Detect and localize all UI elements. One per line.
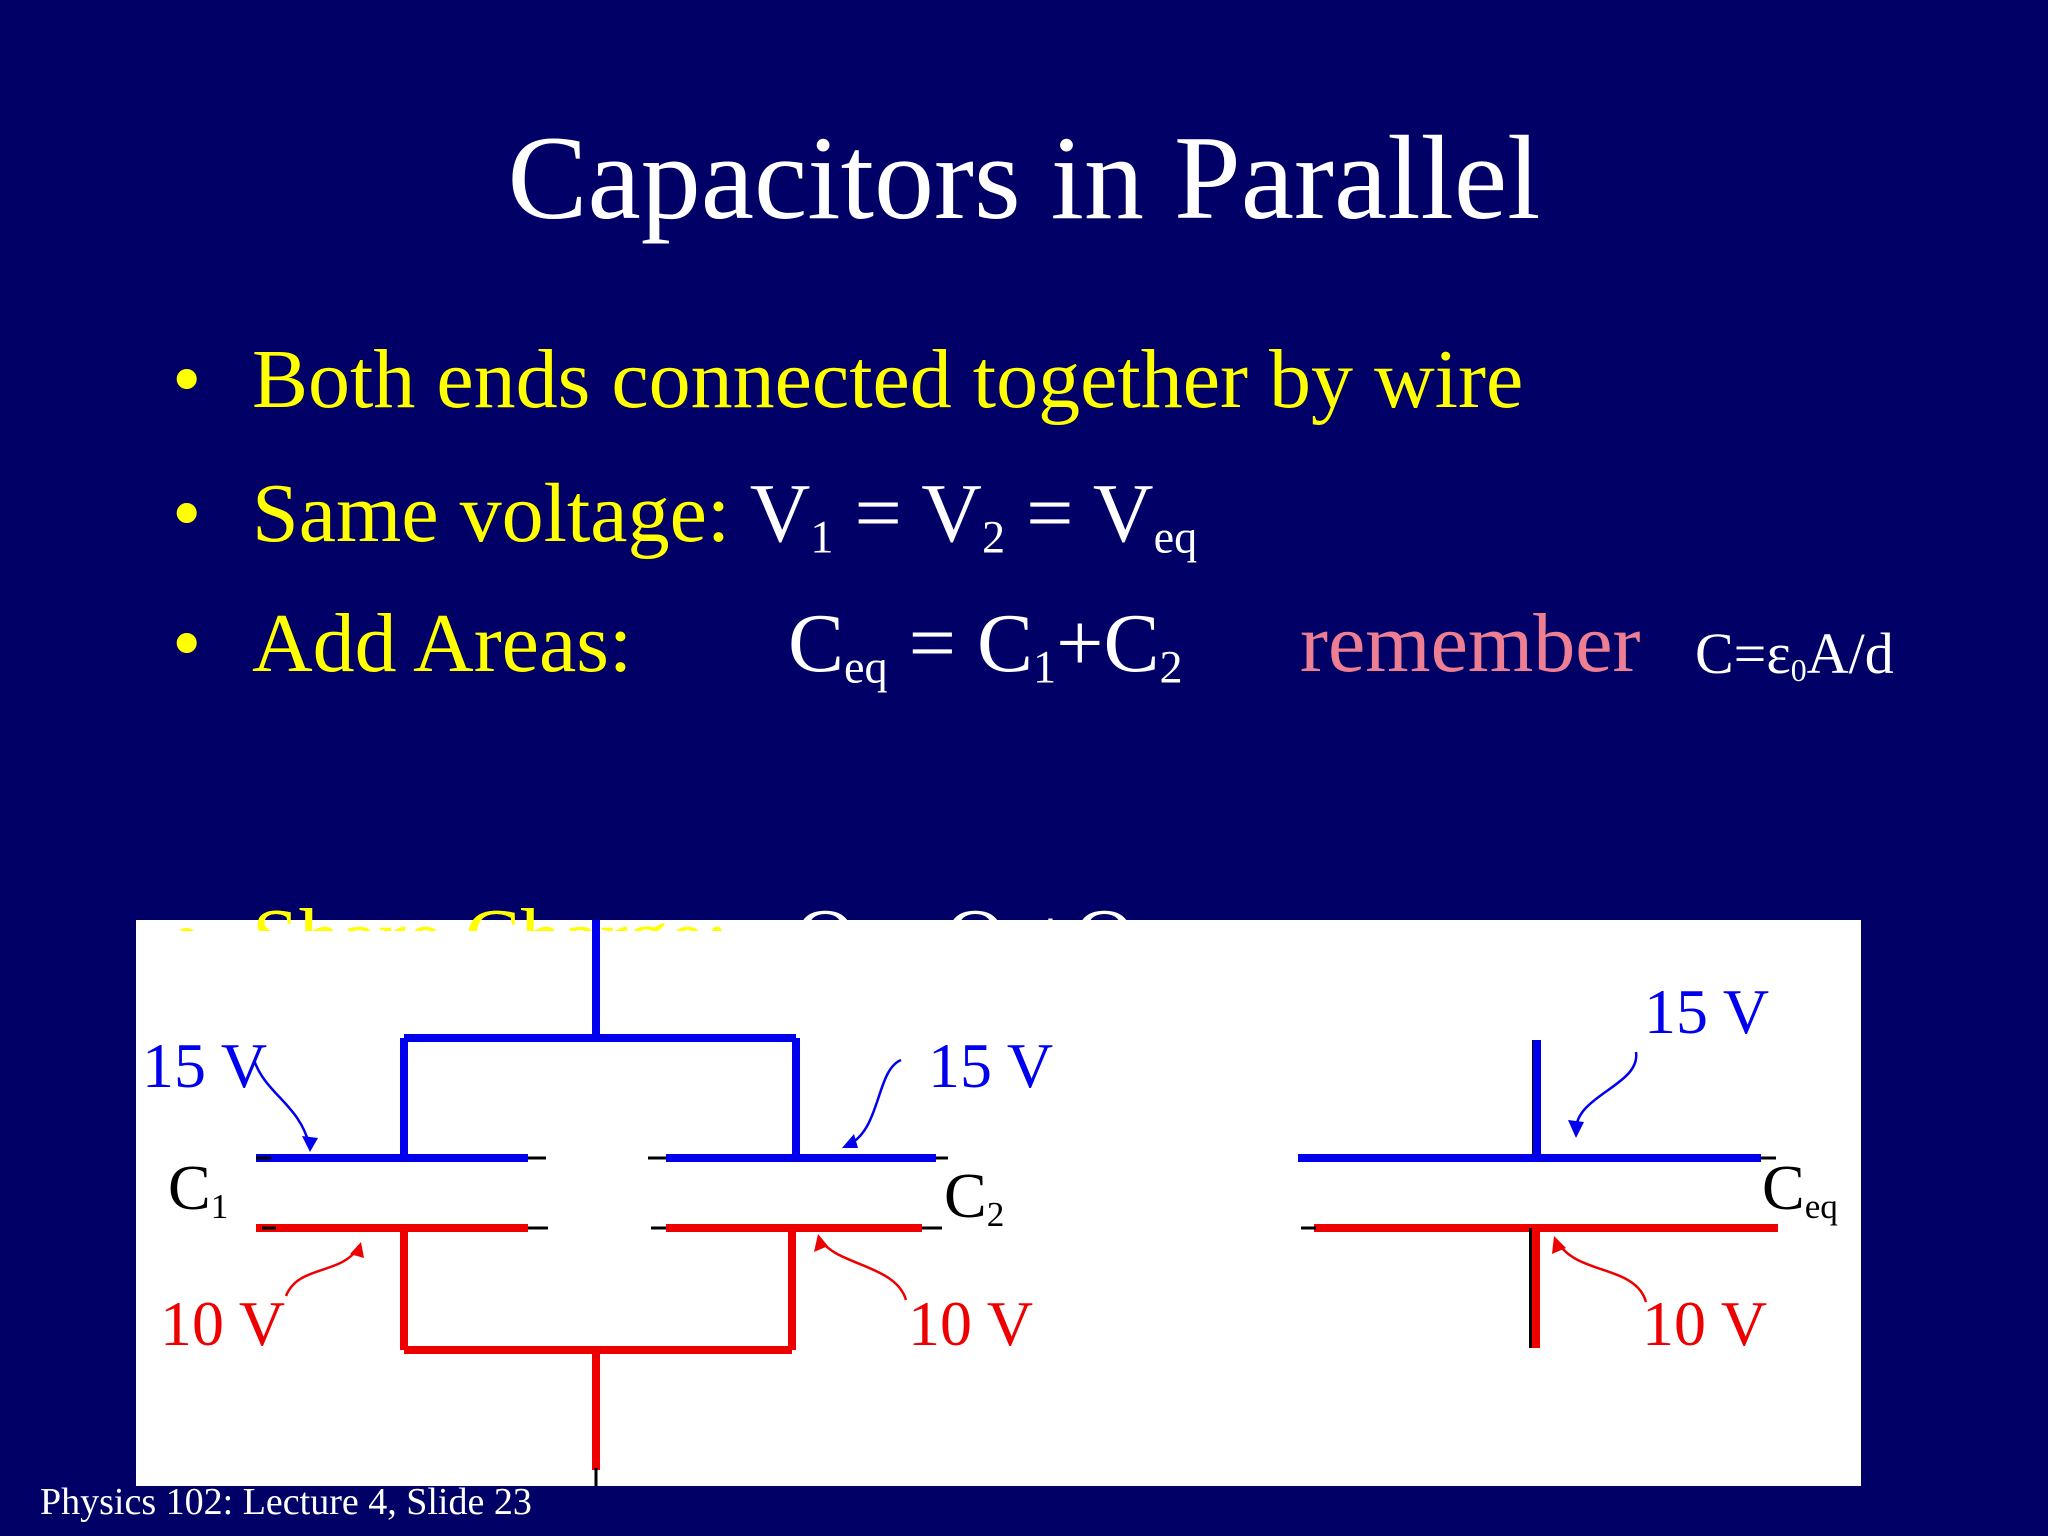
ceq-label: Ceq <box>1762 1152 1838 1226</box>
bullet-2: Same voltage: V1 = V2 = Veq <box>252 472 1197 561</box>
parallel-circuit <box>252 920 948 1486</box>
add-areas-label: Add Areas: <box>252 597 633 690</box>
c1-10v-arrow <box>284 1247 360 1297</box>
ceq-15v-label: 15 V <box>1644 976 1770 1047</box>
circuit-drawing <box>252 920 1778 1486</box>
remember-text: remember <box>1300 597 1641 690</box>
c2-15v-label: 15 V <box>928 1030 1054 1101</box>
ceq-10v-label: 10 V <box>1642 1288 1768 1359</box>
capacitance-equation: Ceq = C1+C2 <box>788 597 1183 693</box>
c1-15v-label: 15 V <box>142 1030 268 1101</box>
equivalent-circuit <box>1298 1040 1778 1348</box>
c2-10v-arrow <box>819 1239 908 1301</box>
share-charge-overlay: Share Charge: <box>252 897 729 931</box>
same-voltage-label: Same voltage: <box>252 467 731 560</box>
slide-footer: Physics 102: Lecture 4, Slide 23 <box>40 1481 532 1523</box>
bullet-1: • <box>172 338 201 422</box>
c2-15v-arrow <box>847 1058 902 1147</box>
bullet-3-dot: • <box>172 597 202 690</box>
c2-10v-label: 10 V <box>908 1288 1034 1359</box>
voltage-equation: V1 = V2 = Veq <box>749 467 1198 563</box>
c2-label: C2 <box>944 1160 1005 1234</box>
ceq-15v-arrow <box>1574 1051 1638 1131</box>
bullet-1-text: Both ends connected together by wire <box>252 333 1524 426</box>
c1-label: C1 <box>168 1152 229 1226</box>
bullet-4-dot-overlay: • <box>172 897 201 931</box>
bullet-dot: • <box>172 333 202 426</box>
capacitance-formula: C=ε0A/d <box>1695 621 1894 688</box>
slide-title: Capacitors in Parallel <box>507 111 1541 244</box>
bullet-2-dot: • <box>172 467 202 560</box>
c1-15v-arrow <box>252 1059 312 1149</box>
c1-10v-label: 10 V <box>160 1288 286 1359</box>
circuit-diagram: 15 V C1 10 V 15 V C2 10 V 15 V Ceq 10 V <box>136 920 1861 1486</box>
ceq-10v-arrow <box>1556 1241 1648 1303</box>
